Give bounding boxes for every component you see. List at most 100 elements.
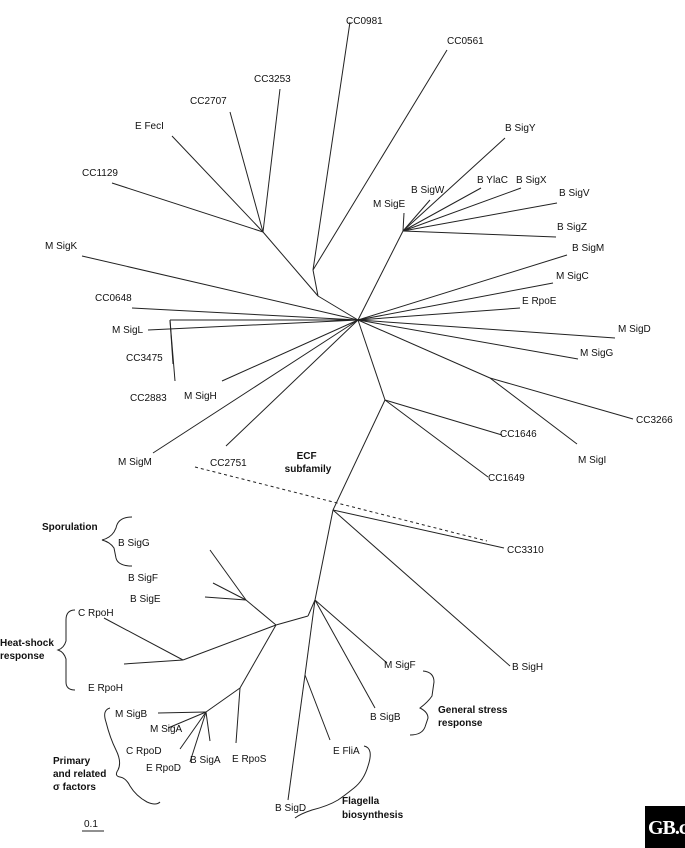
branch-n5-c-rpod bbox=[179, 711, 207, 750]
brace-primary bbox=[104, 707, 161, 805]
publisher-logo-text: GB.c bbox=[648, 817, 685, 839]
branch-n12-m-sigi bbox=[489, 377, 578, 445]
branch-a1-a3 bbox=[312, 269, 319, 297]
leaf-label-m-sigh: M SigH bbox=[184, 391, 217, 402]
ecf-divider-line bbox=[194, 466, 488, 542]
branch-n6-n7 bbox=[304, 599, 316, 676]
leaf-label-cc3475: CC3475 bbox=[126, 353, 163, 364]
leaf-label-b-sigg: B SigG bbox=[118, 538, 150, 549]
leaf-label-c-rpod: C RpoD bbox=[126, 746, 162, 757]
leaf-label-m-sigl: M SigL bbox=[112, 325, 144, 336]
leaf-label-cc1646: CC1646 bbox=[500, 429, 537, 440]
leaf-label-m-sigi: M SigI bbox=[578, 455, 606, 466]
leaf-label-m-sigd: M SigD bbox=[618, 324, 651, 335]
brace-flagella bbox=[294, 745, 371, 819]
branch-hub-r1 bbox=[357, 319, 386, 401]
leaf-label-e-rpod: E RpoD bbox=[146, 763, 181, 774]
branch-hub-n12 bbox=[357, 319, 491, 379]
leaf-label-c-rpoh: C RpoH bbox=[78, 608, 114, 619]
branch-n9-b-sigz bbox=[402, 230, 557, 238]
leaf-label-cc2751: CC2751 bbox=[210, 458, 247, 469]
leaf-label-cc0561: CC0561 bbox=[447, 36, 484, 47]
branch-n2-b-sigg bbox=[209, 549, 247, 601]
branch-hub-m-sigk bbox=[81, 255, 359, 321]
group-label-flagella: Flagella biosynthesis bbox=[342, 796, 404, 821]
leaf-label-b-sigy: B SigY bbox=[505, 123, 536, 134]
leaf-label-cc0648: CC0648 bbox=[95, 293, 132, 304]
branch-n4-e-rpos bbox=[235, 687, 241, 744]
tree-branches bbox=[81, 21, 634, 801]
branch-a2-cc3253 bbox=[262, 88, 281, 233]
leaf-label-b-sigf: B SigF bbox=[128, 573, 158, 584]
branch-a2-cc2707 bbox=[229, 111, 264, 233]
leaf-label-b-sigw: B SigW bbox=[411, 185, 445, 196]
branch-n12-cc3266 bbox=[489, 377, 634, 420]
leaf-label-e-rpoh: E RpoH bbox=[88, 683, 123, 694]
branch-n9-b-sigw bbox=[402, 199, 431, 232]
brace-heat-shock bbox=[56, 609, 76, 691]
leaf-label-cc2883: CC2883 bbox=[130, 393, 167, 404]
leaf-label-cc3310: CC3310 bbox=[507, 545, 544, 556]
leaf-label-b-sigx: B SigX bbox=[516, 175, 547, 186]
leaf-label-m-sige: M SigE bbox=[373, 199, 406, 210]
branch-a3-cc0561 bbox=[312, 49, 448, 271]
scale-bar-label: 0.1 bbox=[84, 819, 98, 830]
leaf-label-b-sigd: B SigD bbox=[275, 803, 306, 814]
branch-n1-n2 bbox=[245, 599, 277, 626]
group-label-general-stress: General stress response bbox=[438, 705, 510, 729]
branch-hub-b-sigm bbox=[357, 254, 568, 321]
branch-n6-b-sigb bbox=[314, 599, 376, 709]
group-label-ecf: ECF subfamily bbox=[285, 451, 332, 475]
branch-n9-b-sigv bbox=[402, 202, 558, 232]
branch-hub-m-sigc bbox=[357, 282, 554, 321]
branch-n5-b-siga bbox=[205, 711, 211, 742]
brace-general-stress bbox=[409, 670, 435, 736]
branch-hub-m-sigm bbox=[152, 319, 359, 454]
branch-r2-n6 bbox=[314, 509, 334, 601]
branch-n6-m-sigf bbox=[314, 599, 388, 664]
branch-n3-c-rpoh bbox=[103, 617, 184, 661]
leaf-label-b-sige: B SigE bbox=[130, 594, 161, 605]
leaf-label-b-sigm: B SigM bbox=[572, 243, 604, 254]
branch-hub-cc2751 bbox=[225, 319, 359, 447]
branch-n-lw-n1 bbox=[275, 615, 309, 626]
branch-r1-r2 bbox=[332, 399, 386, 511]
leaf-label-b-siga: B SigA bbox=[190, 755, 221, 766]
branch-n7-e-flia bbox=[304, 674, 331, 741]
leaf-label-cc2707: CC2707 bbox=[190, 96, 227, 107]
branch-hub-cc0648 bbox=[131, 307, 359, 321]
publisher-logo: GB.c bbox=[645, 806, 685, 848]
branch-hub-a1 bbox=[317, 295, 359, 321]
leaf-label-cc1649: CC1649 bbox=[488, 473, 525, 484]
branch-n5-e-rpod bbox=[189, 711, 207, 763]
branch-a1-a2 bbox=[262, 231, 319, 297]
branch-n9-m-sige bbox=[402, 212, 405, 232]
leaf-label-b-sigv: B SigV bbox=[559, 188, 590, 199]
branch-n2-b-sigf bbox=[212, 582, 247, 601]
branch-n1-n4 bbox=[239, 624, 277, 689]
branch-a3-cc0981 bbox=[312, 21, 351, 271]
leaf-label-b-sigz: B SigZ bbox=[557, 222, 587, 233]
branch-hub-m-sigg bbox=[357, 319, 579, 360]
branch-hub-m-sigd bbox=[357, 319, 616, 339]
group-label-primary: Primary and related σ factors bbox=[53, 756, 109, 793]
group-label-sporulation: Sporulation bbox=[42, 522, 98, 533]
leaf-label-m-siga: M SigA bbox=[150, 724, 183, 735]
leaf-label-cc1129: CC1129 bbox=[82, 168, 118, 179]
branch-hub-e-rpoe bbox=[357, 307, 521, 321]
branch-n6-n-lw bbox=[307, 599, 316, 617]
branch-n5-m-siga bbox=[167, 711, 207, 729]
leaf-label-m-sigk: M SigK bbox=[45, 241, 78, 252]
branch-r2-b-sigh bbox=[332, 509, 511, 667]
leaf-label-b-sigb: B SigB bbox=[370, 712, 401, 723]
leaf-label-m-sigg: M SigG bbox=[580, 348, 614, 359]
branch-n5-m-sigb bbox=[157, 711, 207, 714]
branch-hub-m-sigl bbox=[147, 319, 359, 331]
branch-n7-b-sigd bbox=[287, 674, 306, 801]
brace-sporulation bbox=[101, 516, 133, 567]
branch-r1-cc1646 bbox=[384, 399, 503, 436]
branch-n4-n5 bbox=[205, 687, 241, 713]
branch-r2-cc3310 bbox=[332, 509, 505, 549]
